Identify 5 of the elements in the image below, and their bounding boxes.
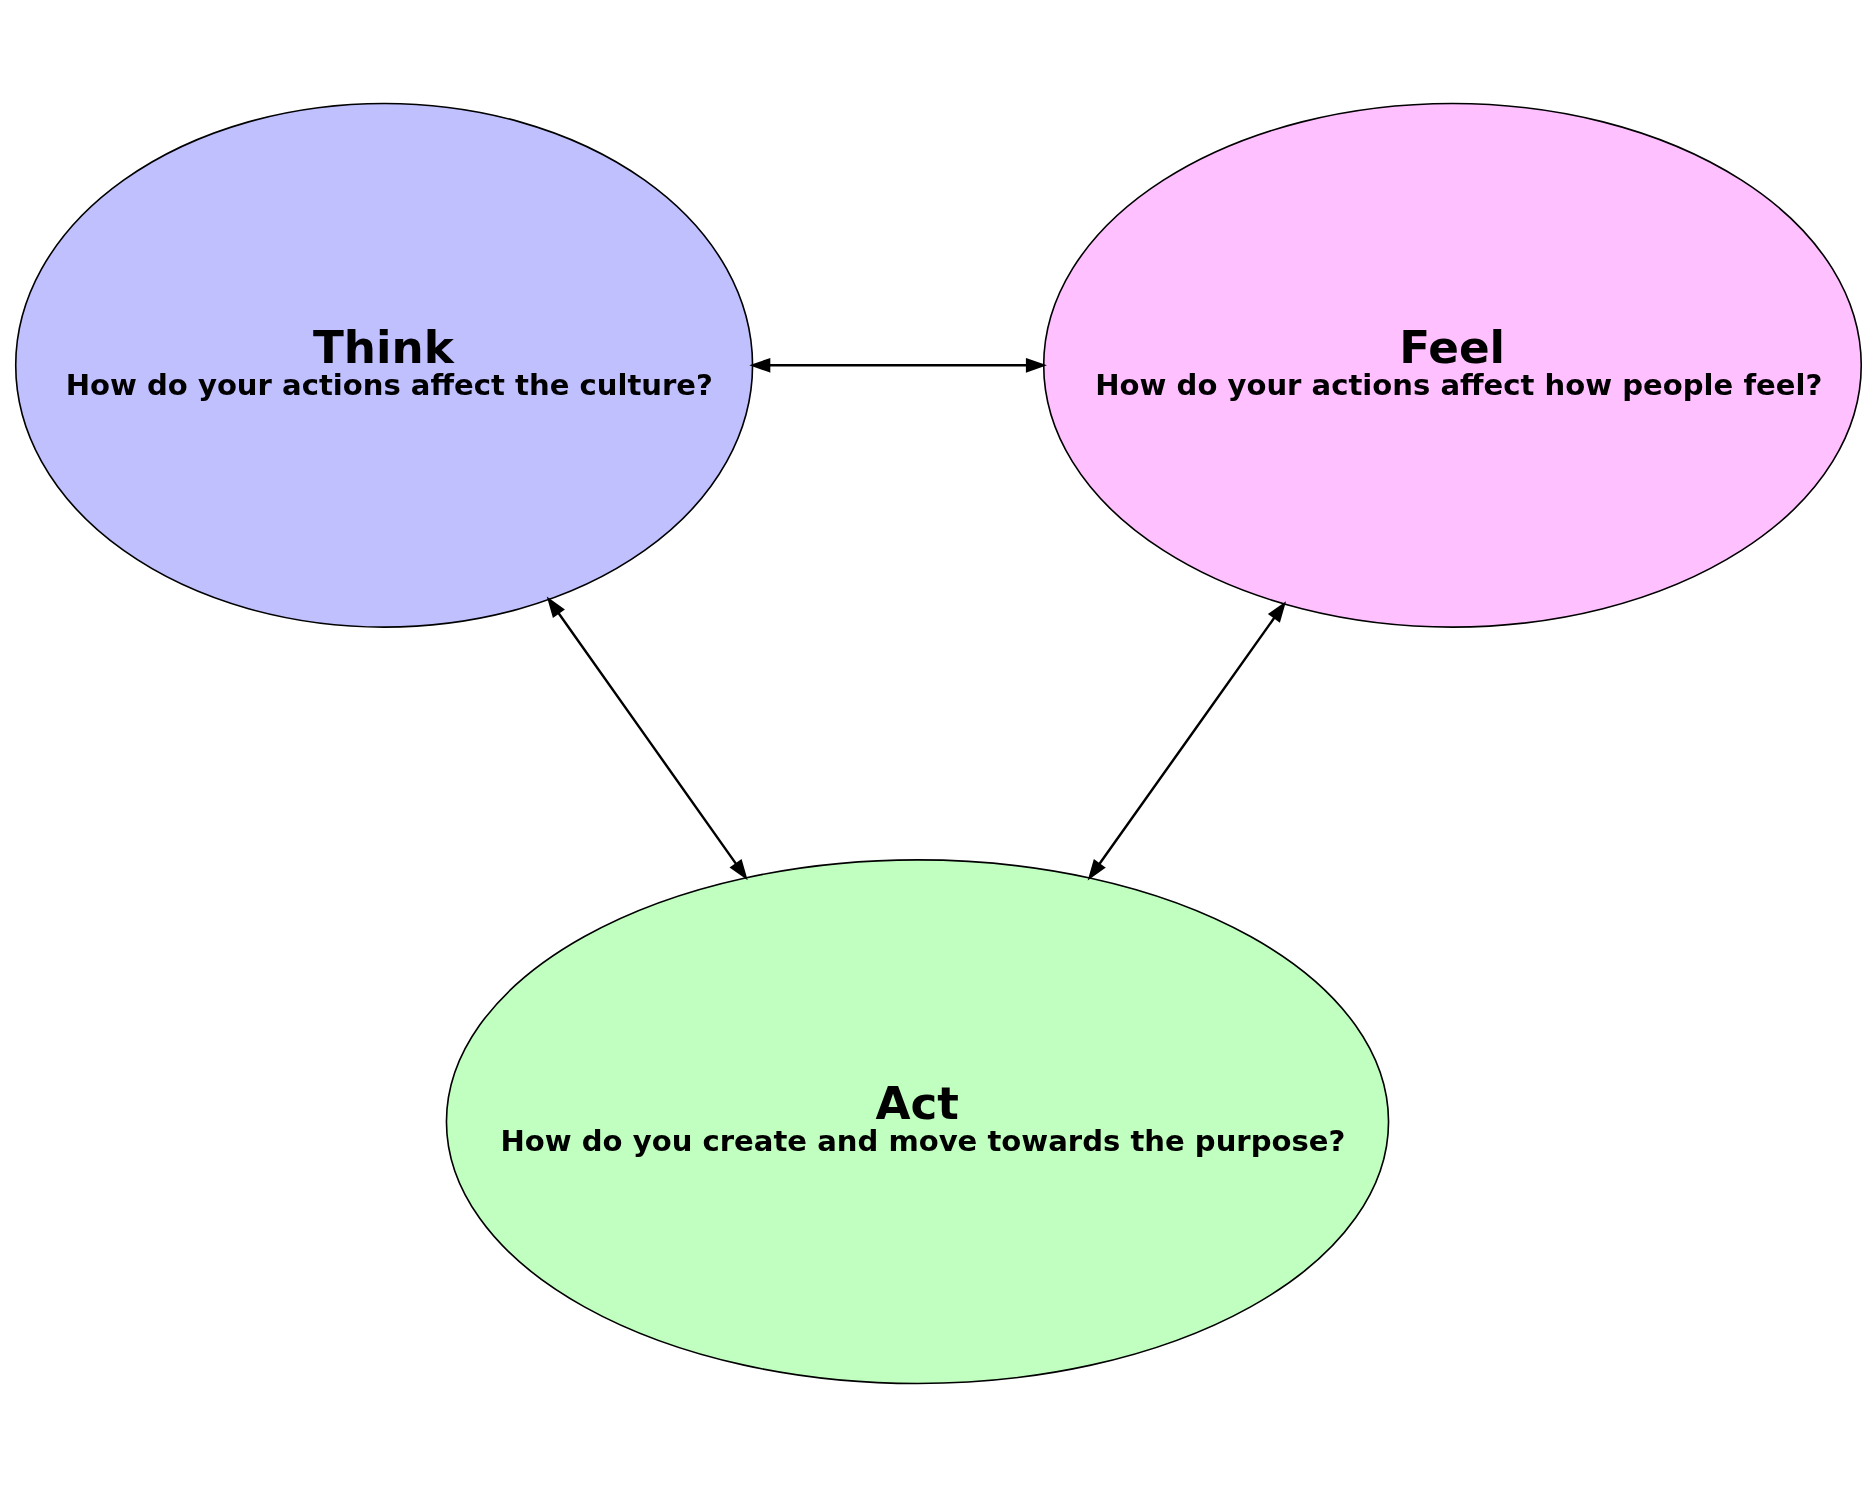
arrow: [546, 596, 748, 881]
arrow: [748, 357, 1047, 373]
arrow: [1087, 601, 1286, 881]
node-ellipse: Think How do your actions affect the culture?: [14, 102, 753, 628]
node-ellipse: Feel How do your actions affect how people feel?: [1042, 102, 1862, 628]
